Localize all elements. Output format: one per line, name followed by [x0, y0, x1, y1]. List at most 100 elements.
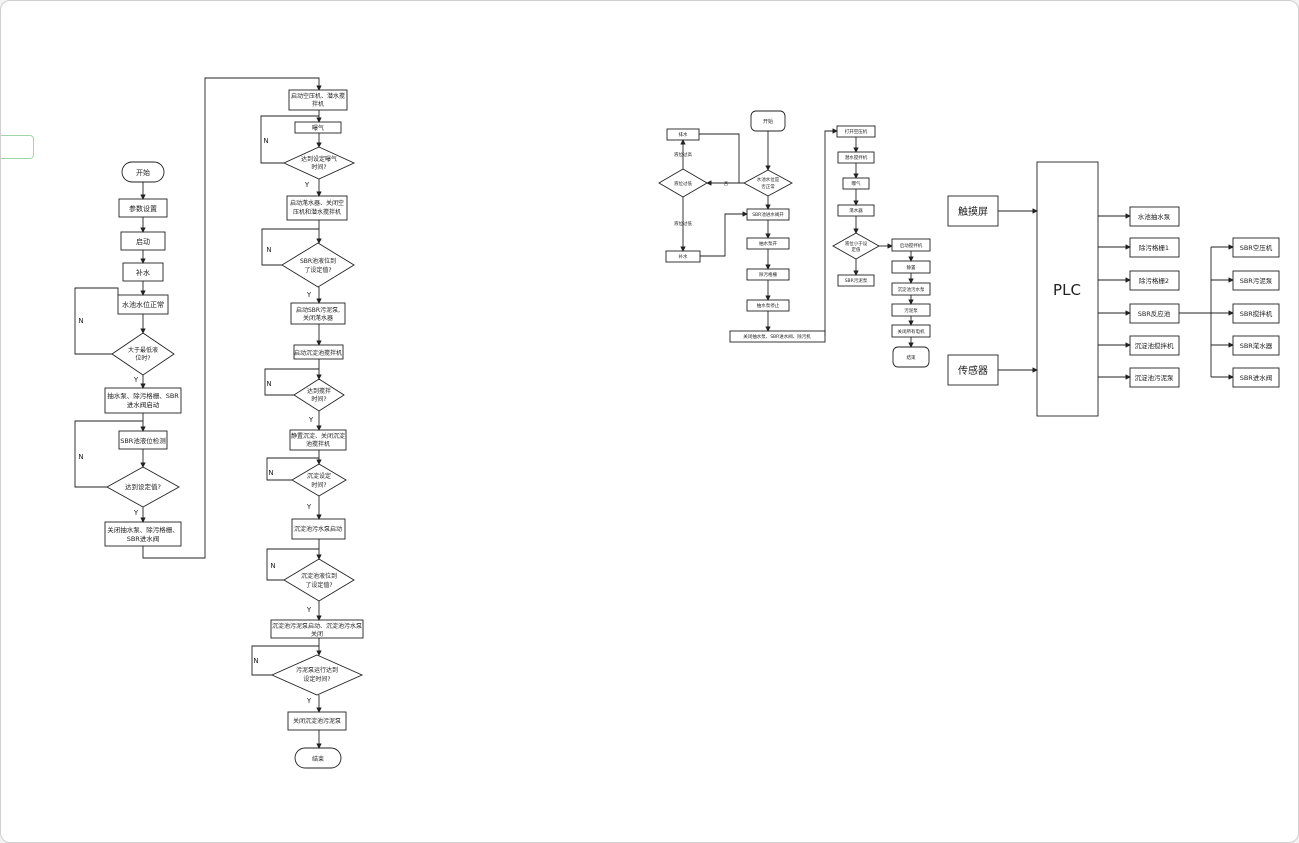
f2-yes-4: Y — [306, 503, 312, 511]
f2-yes-5: Y — [306, 606, 312, 614]
f1-startup: 启动 — [136, 237, 150, 246]
f3-c1: 打开空压机 — [845, 128, 868, 135]
f2-ad5-line1: 沉淀池液位到 — [301, 572, 337, 580]
f2-a4-line1: 启动SBR污泥泵, — [296, 306, 340, 314]
f3-d2: 液位过低 — [674, 180, 692, 187]
f2-ad3-line2: 时间? — [311, 395, 326, 403]
plc-sbr-3: SBR滗水器 — [1240, 341, 1273, 350]
flowchart-right — [658, 110, 931, 368]
f3-e2: 静置 — [907, 264, 916, 271]
plc-sbr-1: SBR污泥泵 — [1240, 277, 1273, 285]
f2-yes-6: Y — [306, 697, 312, 705]
f1-sbr-level: SBR池液位检测 — [120, 436, 166, 445]
f1-close-line2: SBR进水阀 — [127, 534, 160, 543]
plc-out-4: 沉淀池搅拌机 — [1135, 341, 1175, 350]
f1-yes-2: Y — [133, 509, 139, 517]
f1-no-1: N — [78, 317, 83, 325]
f1-d1-line1: 大于最低液 — [128, 346, 158, 354]
f3-start: 开始 — [763, 118, 773, 125]
f2-a3-line2: 压机和潜水搅拌机 — [293, 208, 341, 216]
f3-e3: 沉淀池污水泵 — [898, 286, 925, 293]
f3-e4: 污泥泵 — [904, 307, 918, 314]
f2-yes-3: Y — [308, 416, 314, 424]
min-level-decision — [111, 332, 175, 376]
f2-ad4-line2: 时间? — [311, 481, 326, 489]
f1-level-ok: 水池水位正常 — [122, 300, 164, 309]
f2-a8-line2: 关闭 — [311, 630, 323, 638]
f1-yes-1: Y — [133, 376, 139, 384]
f1-no-2: N — [78, 453, 83, 461]
close-pump-box — [104, 521, 182, 547]
f3-end: 结束 — [907, 354, 916, 361]
plc-sbr-2: SBR搅拌机 — [1240, 309, 1273, 318]
f1-d2: 达到设定值? — [125, 482, 161, 491]
f3-b2: 抽水泵开 — [759, 240, 777, 247]
flowchart-left — [74, 77, 322, 559]
f2-a6-line2: 池搅拌机 — [306, 440, 330, 448]
f2-ad3-line1: 达到搅拌 — [307, 387, 331, 395]
f2-a5: 启动沉淀池搅拌机 — [294, 349, 342, 357]
f3-c5: SBR污泥泵 — [845, 277, 868, 284]
f2-no-3: N — [266, 380, 271, 388]
side-panel-tab[interactable] — [1, 135, 34, 159]
f2-a2: 曝气 — [312, 124, 324, 132]
f3-no: 否 — [724, 181, 729, 187]
f2-a4-line2: 关闭滗水器 — [303, 314, 333, 322]
f2-no-5: N — [270, 562, 275, 570]
f3-cd-line2: 定值 — [852, 246, 861, 253]
f1-close-line1: 关闭抽水泵、除污格栅、 — [107, 525, 179, 534]
f3-e1: 启动搅拌机 — [900, 242, 923, 249]
f3-c4: 滗水器 — [849, 207, 863, 214]
f3-b4: 抽水泵停止 — [757, 302, 780, 309]
f2-end: 结束 — [312, 755, 324, 763]
plc-out-3: SBR反应池 — [1138, 309, 1171, 318]
f2-no-6: N — [253, 657, 258, 665]
f2-ad4-line1: 沉淀设定 — [307, 472, 331, 480]
f3-d1-line1: 水池水位是 — [757, 176, 780, 183]
f2-a3-line1: 启动滗水器、关闭空 — [290, 199, 344, 207]
f3-b3: 除污格栅 — [759, 271, 777, 278]
f2-ad6-line1: 污泥泵运行达到 — [296, 666, 338, 674]
f2-ad6-line2: 设定时间? — [303, 675, 330, 683]
plc-center: PLC — [1053, 281, 1081, 299]
f1-start: 开始 — [136, 168, 150, 177]
f2-ad1-line1: 达到设定曝气 — [301, 155, 337, 163]
f1-param: 参数设置 — [129, 204, 157, 213]
f1-pump-line1: 抽水泵、除污格栅、SBR — [107, 391, 179, 400]
f2-ad1-line2: 时间? — [311, 163, 326, 171]
f3-c3: 曝气 — [852, 180, 861, 187]
f2-a6-line1: 静置沉淀、关闭沉淀 — [291, 432, 345, 440]
plc-sbr-4: SBR进水阀 — [1240, 373, 1273, 382]
f2-no-1: N — [263, 137, 268, 145]
f2-a8-line1: 沉淀池污泥泵启动、沉淀池污水泵 — [272, 622, 362, 630]
plc-block-diagram — [947, 161, 1280, 417]
f1-refill: 补水 — [136, 268, 150, 277]
f3-fill: 补水 — [679, 253, 688, 260]
f2-ad2-line2: 了设定值? — [304, 266, 331, 274]
flowchart-middle — [251, 89, 364, 769]
plc-out-5: 沉淀池污泥泵 — [1135, 373, 1175, 382]
f1-d1-line2: 位时? — [135, 354, 150, 362]
f3-high: 液位过高 — [674, 151, 692, 158]
f1-pump-line2: 进水阀启动 — [127, 400, 160, 409]
f3-b5: 关闭抽水泵、SBR进水阀、除污机 — [743, 333, 811, 340]
f3-c2: 潜水搅拌机 — [845, 154, 868, 161]
f2-a1-line2: 拌机 — [312, 100, 324, 108]
f2-a7: 沉淀池污水泵启动 — [294, 525, 342, 533]
f2-ad5-line2: 了设定值? — [305, 581, 332, 589]
f3-b1: SBR池进水阀开 — [752, 211, 784, 218]
plc-sbr-0: SBR空压机 — [1240, 243, 1273, 252]
f3-drain: 排水 — [679, 131, 688, 138]
f3-low: 液位过低 — [674, 220, 692, 227]
f2-yes-1: Y — [304, 181, 310, 189]
plc-out-1: 除污格栅1 — [1139, 243, 1169, 252]
f3-e5: 关闭所有电机 — [898, 328, 925, 335]
plc-sensor: 传感器 — [958, 364, 988, 377]
plc-out-0: 水池抽水泵 — [1138, 212, 1171, 221]
f2-no-4: N — [268, 469, 273, 477]
f2-a1-line1: 启动空压机、潜水搅 — [291, 92, 345, 100]
f2-a9: 关闭沉淀池污泥泵 — [293, 717, 341, 725]
f2-ad2-line1: SBR池液位到 — [300, 257, 336, 265]
f3-cd-line1: 液位小于设 — [845, 240, 868, 247]
